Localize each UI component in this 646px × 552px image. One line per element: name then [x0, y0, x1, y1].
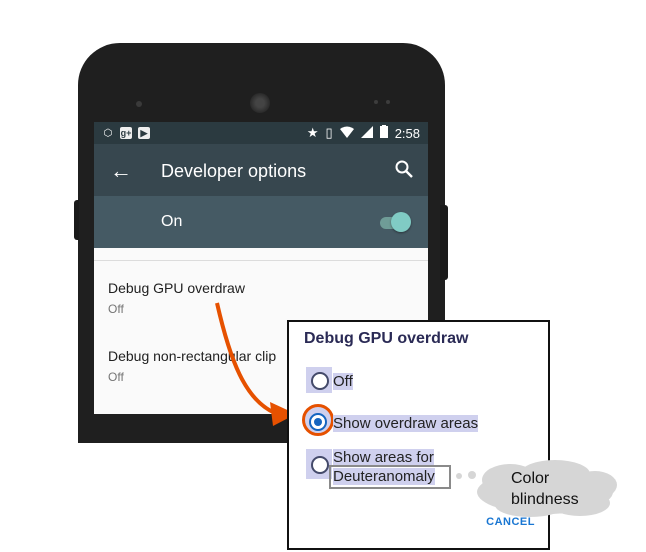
bubble-dot: [456, 473, 462, 479]
radio-off[interactable]: [311, 372, 329, 390]
callout-line2: blindness: [511, 491, 579, 508]
thought-cloud: [477, 460, 617, 517]
option-label-deuteranomaly: Show areas for Deuteranomaly: [333, 448, 435, 486]
battery-icon: [379, 125, 388, 141]
front-camera: [136, 101, 142, 107]
app-toolbar: ← Developer options: [94, 144, 428, 196]
phone-volume-button: [74, 200, 79, 240]
list-divider: [94, 260, 428, 261]
option-deuteranomaly-line1: Show areas for: [333, 449, 434, 466]
option-label-off: Off: [333, 373, 353, 390]
callout-line1: Color: [511, 470, 550, 487]
phone-power-button: [440, 205, 448, 280]
setting-title: Debug GPU overdraw: [108, 280, 245, 296]
setting-value: Off: [108, 370, 124, 384]
search-icon[interactable]: [394, 159, 414, 179]
status-time: 2:58: [394, 125, 420, 141]
radio-show-overdraw-areas[interactable]: [309, 413, 327, 431]
switch-thumb[interactable]: [391, 212, 411, 232]
back-arrow-icon[interactable]: ←: [110, 158, 132, 183]
setting-value: Off: [108, 302, 124, 316]
radio-deuteranomaly[interactable]: [311, 456, 329, 474]
phone-screen: ⬡ g+ ▶ ★ ▯ 2:58 ← Developer options: [94, 122, 428, 414]
status-bar: ⬡ g+ ▶ ★ ▯ 2:58: [94, 122, 428, 144]
wifi-icon: [339, 126, 354, 141]
option-off-text: Off: [333, 373, 353, 390]
deuteranomaly-outline: [329, 465, 451, 489]
page-title: Developer options: [161, 161, 307, 181]
light-sensor: [386, 100, 390, 104]
option-show-overdraw-text: Show overdraw areas: [333, 415, 479, 432]
google-plus-icon: g+: [120, 127, 132, 139]
setting-debug-gpu-overdraw[interactable]: Debug GPU overdraw Off: [108, 280, 245, 316]
option-label-show-overdraw: Show overdraw areas: [333, 415, 479, 432]
hexagon-icon: ⬡: [103, 127, 113, 139]
callout-text: Color blindness: [511, 468, 579, 510]
earpiece-speaker: [250, 93, 270, 113]
master-switch-bar[interactable]: On: [94, 196, 428, 248]
signal-icon: [360, 125, 373, 141]
dialog-title: Debug GPU overdraw: [304, 330, 469, 347]
proximity-sensor: [374, 100, 378, 104]
option-deuteranomaly-line2: Deuteranomaly: [333, 468, 435, 485]
master-switch-label: On: [161, 213, 183, 230]
vibrate-icon: ▯: [325, 125, 333, 140]
cancel-button[interactable]: CANCEL: [486, 516, 535, 528]
play-store-icon: ▶: [138, 127, 150, 139]
star-icon: ★: [306, 125, 319, 140]
bubble-dot: [468, 471, 476, 479]
